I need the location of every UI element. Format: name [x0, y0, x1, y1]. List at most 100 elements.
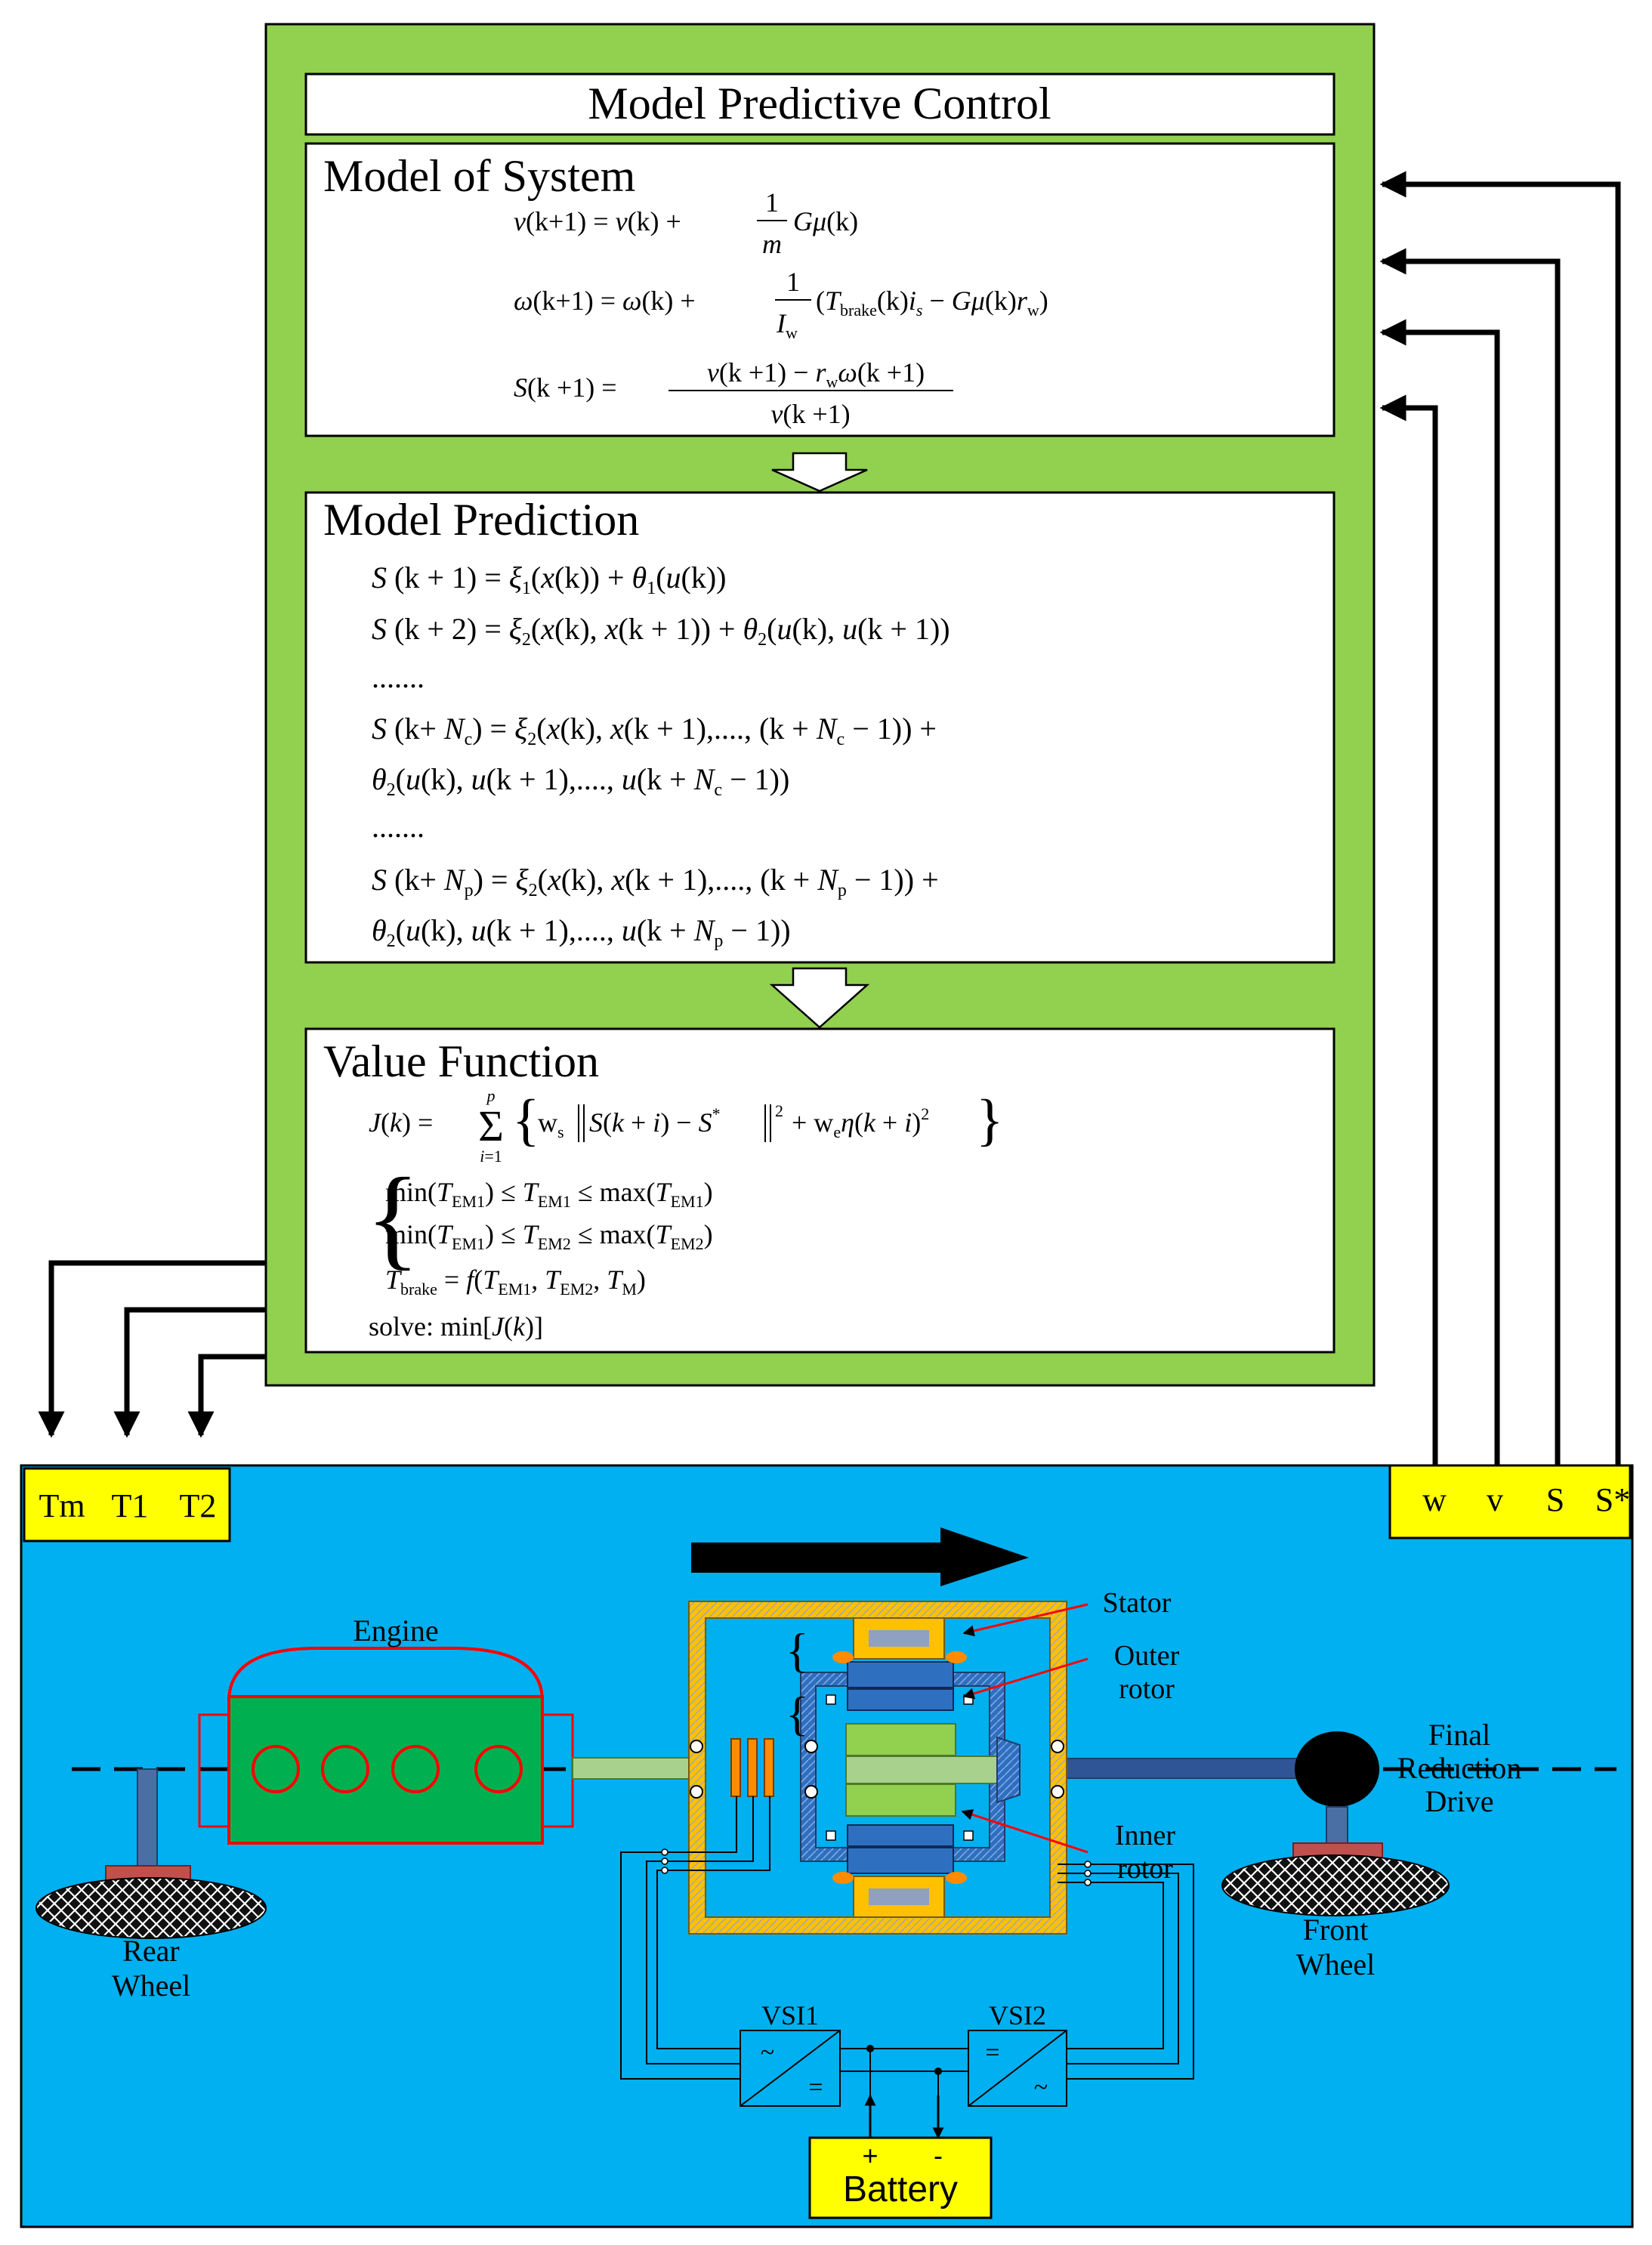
svg-text:1: 1 [765, 187, 779, 218]
mpc-title-box [304, 73, 1335, 136]
equation-angular-speed: ω(k+1) = ω(k) + 1 Iw (Tbrake(k)is − Gμ(k… [514, 267, 1048, 342]
prediction-line: θ2(u(k), u(k + 1),...., u(k + Np − 1)) [372, 913, 791, 951]
input-label-box [1388, 1464, 1632, 1539]
svg-text:{: { [786, 1687, 809, 1740]
prediction-lines: S (k + 1) = ξ1(x(k)) + θ1(u(k)) S (k + 2… [372, 560, 950, 951]
prediction-line: S (k+ Np) = ξ2(x(k), x(k + 1),...., (k +… [372, 863, 939, 900]
engine [198, 1647, 574, 1845]
flow-arrow-2 [769, 967, 870, 1029]
vsi2 [968, 2030, 1067, 2107]
output-label-tm: Tm [39, 1487, 85, 1524]
equation-velocity: v(k+1) = v(k) + 1 m Gμ(k) [514, 187, 858, 259]
outer-rotor-callout [962, 1657, 1088, 1700]
vsi1-dc-symbol: = [808, 2074, 823, 2101]
output-label-t2: T2 [180, 1487, 217, 1524]
vsi2-dc-symbol: = [985, 2039, 999, 2067]
final-drive-label-1: Final [1428, 1718, 1490, 1752]
battery-label: Battery [843, 2169, 958, 2209]
prediction-ellipsis: ....... [372, 660, 425, 694]
inner-rotor-callout [961, 1809, 1088, 1854]
input-label-s-star: S* [1595, 1481, 1630, 1518]
s-feedback-line [1379, 248, 1561, 1465]
inner-rotor-label-1: Inner [1115, 1820, 1176, 1851]
feedback-lines [1379, 171, 1621, 1465]
model-of-system-box: Model of System v(k+1) = v(k) + 1 m Gμ(k… [304, 142, 1335, 437]
svg-text:Gμ(k): Gμ(k) [793, 206, 858, 236]
front-wheel-label-2: Wheel [1296, 1947, 1375, 1981]
s-star-feedback-line [1379, 171, 1621, 1465]
output-label-box [23, 1467, 231, 1542]
svg-text:+ weη(k + i)2: + weη(k + i)2 [792, 1104, 929, 1141]
flow-arrow-1 [771, 452, 868, 493]
svg-text:v(k+1) = v(k) +: v(k+1) = v(k) + [514, 206, 681, 236]
direction-arrow [691, 1527, 1029, 1586]
mpc-controller: Model Predictive Control Model of System… [264, 23, 1376, 1387]
input-label-v: v [1487, 1481, 1503, 1518]
control-output-lines [38, 1260, 266, 1438]
vsi1-label: VSI1 [761, 2000, 819, 2030]
vsi1 [740, 2030, 841, 2107]
svg-text:{: { [786, 1623, 809, 1677]
output-shaft [1027, 1758, 1315, 1779]
dc-node [866, 2045, 874, 2052]
svg-text:p: p [486, 1086, 496, 1105]
phase-wiring [620, 1796, 1194, 2080]
outer-rotor-label-2: rotor [1119, 1673, 1175, 1705]
model-of-system-heading: Model of System [323, 151, 635, 201]
t2-signal-line [187, 1354, 266, 1438]
prediction-line: S (k + 2) = ξ2(x(k), x(k + 1)) + θ2(u(k)… [372, 612, 950, 650]
svg-text:m: m [762, 229, 782, 259]
equation-slip: S(k +1) = v(k +1) − rwω(k +1) v(k +1) [514, 357, 953, 429]
input-label-s: S [1546, 1481, 1564, 1518]
vsi2-ac-symbol: ~ [1034, 2074, 1048, 2101]
prediction-line: S (k + 1) = ξ1(x(k)) + θ1(u(k)) [372, 560, 726, 598]
value-function-box: Value Function J(k) = Σ p i=1 { ws S(k +… [304, 1027, 1335, 1354]
dc-link [840, 2048, 968, 2097]
vsi2-label: VSI2 [989, 2000, 1046, 2030]
tm-signal-line [38, 1260, 266, 1438]
solve-line: solve: min[J(k)] [369, 1311, 543, 1342]
t1-signal-line [113, 1307, 266, 1438]
constraints: { min(TEM1) ≤ TEM1 ≤ max(TEM1) min(TEM1)… [366, 1155, 713, 1299]
front-wheel-label-1: Front [1303, 1913, 1369, 1947]
prediction-ellipsis: ....... [372, 810, 425, 844]
dual-rotor-machine: { { [688, 1601, 1067, 1935]
stator-label: Stator [1103, 1587, 1172, 1619]
svg-text:v(k +1): v(k +1) [770, 399, 850, 429]
prediction-line: θ2(u(k), u(k + 1),...., u(k + Nc − 1)) [372, 762, 789, 800]
svg-text:{: { [366, 1155, 420, 1280]
svg-text:J(k) =: J(k) = [369, 1107, 433, 1138]
svg-text:{: { [512, 1089, 539, 1152]
wiring-terminals [661, 1848, 1092, 1886]
w-feedback-line [1379, 394, 1438, 1465]
outer-rotor-label-1: Outer [1114, 1640, 1180, 1672]
svg-text:v(k +1) − rwω(k +1): v(k +1) − rwω(k +1) [707, 357, 925, 391]
value-function-heading: Value Function [323, 1036, 599, 1086]
svg-text:1: 1 [786, 267, 800, 297]
rear-wheel-label-1: Rear [122, 1934, 180, 1968]
svg-text:Σ: Σ [478, 1101, 504, 1150]
vsi1-ac-symbol: ~ [761, 2039, 774, 2067]
plant-panel: Tm T1 T2 w v S S* Rear Wheel [20, 1464, 1634, 2228]
inner-rotor-label-2: rotor [1117, 1853, 1173, 1885]
model-prediction-box: Model Prediction S (k + 1) = ξ1(x(k)) + … [304, 491, 1335, 964]
v-feedback-line [1379, 319, 1500, 1465]
final-drive-label-3: Drive [1425, 1784, 1493, 1818]
mpc-title: Model Predictive Control [588, 79, 1051, 128]
svg-text:}: } [976, 1089, 1003, 1152]
output-label-t1: T1 [112, 1487, 149, 1524]
input-label-w: w [1422, 1481, 1447, 1518]
rear-wheel [36, 1768, 267, 1939]
cost-function: J(k) = Σ p i=1 { ws S(k + i) − S* 2 + we… [369, 1086, 1003, 1166]
final-drive-label-2: Reduction [1397, 1751, 1521, 1785]
battery-minus: - [934, 2140, 943, 2171]
svg-text:(Tbrake(k)is − Gμ(k)rw): (Tbrake(k)is − Gμ(k)rw) [816, 286, 1048, 320]
engine-label: Engine [353, 1613, 438, 1647]
svg-text:i=1: i=1 [480, 1147, 502, 1166]
battery-plus: + [862, 2140, 878, 2171]
model-prediction-heading: Model Prediction [323, 495, 639, 545]
svg-text:S(k + i) − S*: S(k + i) − S* [589, 1104, 721, 1138]
svg-text:ω(k+1) = ω(k) +: ω(k+1) = ω(k) + [514, 286, 696, 316]
svg-text:2: 2 [775, 1101, 783, 1120]
stator-callout [962, 1603, 1088, 1637]
